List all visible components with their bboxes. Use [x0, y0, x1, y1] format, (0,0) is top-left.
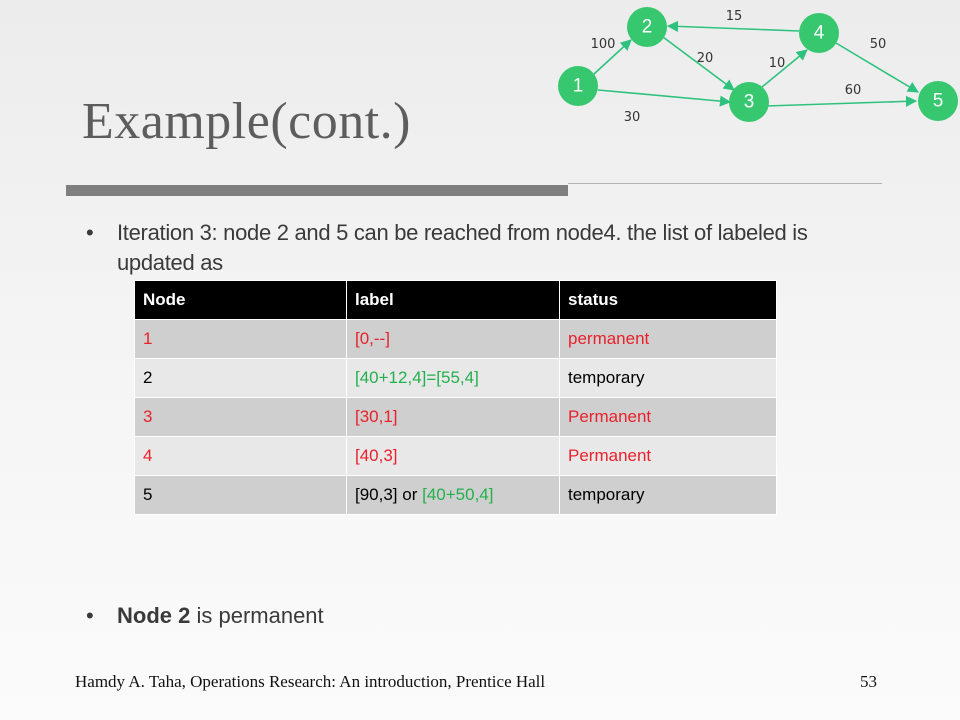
- bullet-conclusion-bold: Node 2: [117, 603, 191, 628]
- cell-node: 5: [134, 475, 347, 515]
- header-status: status: [559, 280, 777, 320]
- bullet-iteration-text: Iteration 3: node 2 and 5 can be reached…: [117, 220, 808, 275]
- weight-3-4: 10: [769, 56, 786, 71]
- graph-node-4: [799, 13, 839, 53]
- table-row: 2 [40+12,4]=[55,4] temporary: [134, 358, 777, 398]
- graph-node-3: [729, 82, 769, 122]
- graph-node-1: [558, 66, 598, 106]
- page-number: 53: [860, 672, 877, 691]
- bullet-conclusion: • Node 2 is permanent: [86, 601, 324, 631]
- header-label: label: [346, 280, 560, 320]
- header-node: Node: [134, 280, 347, 320]
- title-divider-line: [568, 183, 882, 184]
- cell-node: 2: [134, 358, 347, 398]
- cell-label-part2: [40+50,4]: [422, 485, 494, 504]
- graph-node-2-label: 2: [642, 17, 653, 38]
- bullet-dot-icon: •: [86, 603, 94, 628]
- weight-2-3: 20: [697, 51, 714, 66]
- cell-label: [90,3] or [40+50,4]: [346, 475, 560, 515]
- edge-1-3: [597, 89, 732, 107]
- edge-4-5: [835, 42, 919, 93]
- cell-status: Permanent: [559, 436, 777, 476]
- cell-status: temporary: [559, 358, 777, 398]
- edge-2-3: [662, 36, 735, 91]
- cell-label: [40+12,4]=[55,4]: [346, 358, 560, 398]
- cell-node: 4: [134, 436, 347, 476]
- graph-node-2: [627, 7, 667, 47]
- network-graph: 1 2 3 4 5 100 30 20 15 10 50 60: [558, 7, 958, 125]
- edge-3-4: [761, 49, 808, 88]
- cell-status: Permanent: [559, 397, 777, 437]
- cell-label: [0,--]: [346, 319, 560, 359]
- table-header-row: Node label status: [134, 280, 777, 320]
- cell-node: 1: [134, 319, 347, 359]
- graph-node-5: [918, 81, 958, 121]
- edge-3-5: [765, 95, 918, 107]
- labels-table: Node label status 1 [0,--] permanent 2 […: [134, 280, 777, 515]
- graph-node-1-label: 1: [573, 76, 584, 97]
- table-row: 3 [30,1] Permanent: [134, 397, 777, 437]
- footer-citation: Hamdy A. Taha, Operations Research: An i…: [75, 672, 546, 691]
- weight-4-5: 50: [870, 37, 887, 52]
- page-title: Example(cont.): [82, 93, 411, 150]
- cell-label: [30,1]: [346, 397, 560, 437]
- edge-4-2: [666, 20, 800, 32]
- bullet-iteration: • Iteration 3: node 2 and 5 can be reach…: [86, 218, 882, 278]
- table-row: 5 [90,3] or [40+50,4] temporary: [134, 475, 777, 515]
- graph-node-4-label: 4: [814, 23, 825, 44]
- cell-status: temporary: [559, 475, 777, 515]
- table-row: 1 [0,--] permanent: [134, 319, 777, 359]
- bullet-dot-icon: •: [86, 220, 94, 245]
- cell-label: [40,3]: [346, 436, 560, 476]
- cell-label-part1: [90,3] or: [355, 485, 423, 504]
- weight-4-2: 15: [726, 9, 743, 24]
- cell-node: 3: [134, 397, 347, 437]
- edge-1-2: [593, 39, 632, 75]
- cell-status: permanent: [559, 319, 777, 359]
- weight-1-2: 100: [591, 37, 616, 52]
- graph-node-3-label: 3: [744, 92, 755, 113]
- title-divider-bar: [66, 185, 568, 196]
- graph-node-5-label: 5: [933, 91, 944, 112]
- weight-1-3: 30: [624, 110, 641, 125]
- bullet-conclusion-rest: is permanent: [190, 603, 324, 628]
- weight-3-5: 60: [845, 83, 862, 98]
- table-row: 4 [40,3] Permanent: [134, 436, 777, 476]
